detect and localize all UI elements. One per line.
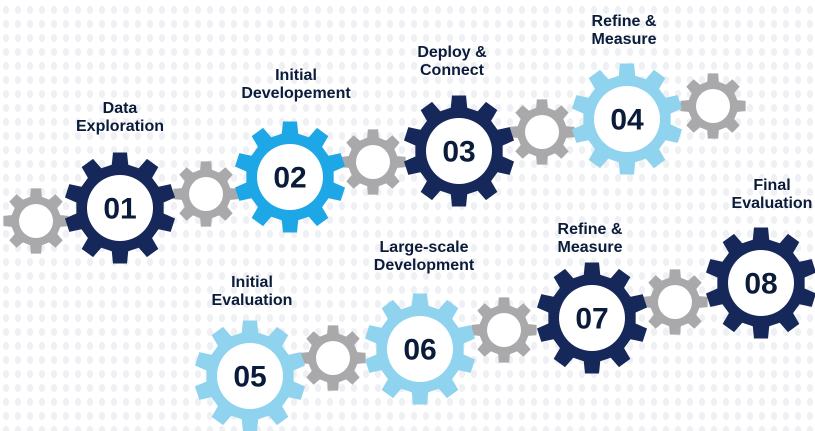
connector-gear-b-hub	[189, 177, 223, 211]
step-gear-06-hub	[387, 316, 453, 382]
step-01-label: Data Exploration	[75, 100, 165, 135]
step-gear-01: 01	[64, 152, 176, 264]
step-gear-02-number: 02	[273, 162, 306, 195]
connector-gear-h-hub	[658, 285, 692, 319]
step-gear-04-hub	[594, 86, 660, 152]
step-gear-01-number: 01	[103, 193, 136, 226]
step-03-label: Deploy & Connect	[417, 44, 487, 79]
connector-gear-d-hub	[525, 115, 559, 149]
step-gear-07: 07	[536, 262, 648, 374]
connector-gear-h	[642, 269, 708, 335]
connector-gear-a	[3, 188, 69, 254]
step-gear-04: 04	[571, 63, 683, 175]
step-gear-07-number: 07	[575, 303, 608, 336]
step-07-label: Refine & Measure	[557, 221, 623, 256]
step-gear-06-number: 06	[403, 334, 436, 367]
step-06-label: Large-scale Development	[373, 239, 475, 274]
step-gear-07-hub	[559, 285, 625, 351]
connector-gear-a-hub	[19, 204, 53, 238]
step-gear-03: 03	[403, 95, 515, 207]
connector-gear-e-hub	[696, 89, 730, 123]
step-05-label: Initial Evaluation	[211, 274, 293, 309]
step-gear-05: 05	[194, 320, 306, 431]
connector-gear-e	[680, 73, 746, 139]
step-gear-05-number: 05	[233, 361, 266, 394]
connector-gear-f-hub	[316, 341, 350, 375]
step-gear-02-hub	[257, 144, 323, 210]
step-gear-03-hub	[426, 118, 492, 184]
connector-gear-d	[509, 99, 575, 165]
step-gear-06: 06	[364, 293, 476, 405]
step-gear-08: 08	[705, 227, 815, 339]
step-04-label: Refine & Measure	[591, 13, 657, 48]
step-02-label: Initial Developement	[241, 67, 351, 102]
step-gear-01-hub	[87, 175, 153, 241]
connector-gear-g	[471, 297, 537, 363]
connector-gear-c	[340, 129, 406, 195]
connector-gear-g-hub	[487, 313, 521, 347]
connector-gear-c-hub	[356, 145, 390, 179]
step-gear-08-number: 08	[744, 268, 777, 301]
connector-gear-b	[173, 161, 239, 227]
step-08-label: Final Evaluation	[731, 177, 813, 212]
step-gear-04-number: 04	[610, 104, 644, 137]
step-gear-02: 02	[234, 121, 346, 233]
step-gear-03-number: 03	[442, 136, 475, 169]
connector-gear-f	[300, 325, 366, 391]
step-gear-08-hub	[728, 250, 794, 316]
step-gear-05-hub	[217, 343, 283, 409]
